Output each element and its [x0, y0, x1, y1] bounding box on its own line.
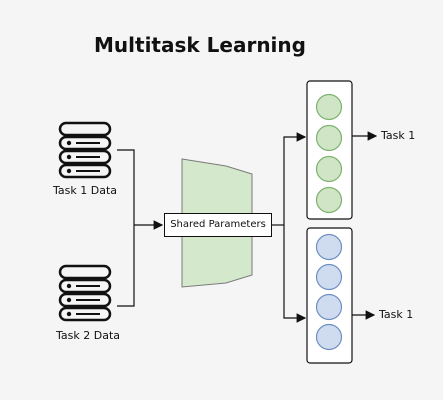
neuron-node [315, 263, 343, 291]
task1-output-label: Task 1 [381, 129, 416, 142]
neuron-node [315, 124, 343, 152]
neuron-node [315, 323, 343, 351]
neuron-node [315, 186, 343, 214]
input-connectors [117, 149, 164, 307]
task1-head-nodes [315, 93, 343, 214]
task2-head-nodes [315, 233, 343, 351]
task2-output-label: Task 1 [379, 308, 414, 321]
output-connectors [272, 131, 378, 323]
shared-parameters-label: Shared Parameters [164, 213, 272, 237]
neuron-node [315, 155, 343, 183]
neuron-node [315, 233, 343, 261]
neuron-node [315, 293, 343, 321]
database-icon-task1 [58, 121, 112, 179]
task2-data-label: Task 2 Data [56, 329, 120, 342]
diagram-title: Multitask Learning [94, 33, 306, 57]
neuron-node [315, 93, 343, 121]
database-icon-task2 [58, 264, 112, 322]
task1-data-label: Task 1 Data [53, 184, 117, 197]
